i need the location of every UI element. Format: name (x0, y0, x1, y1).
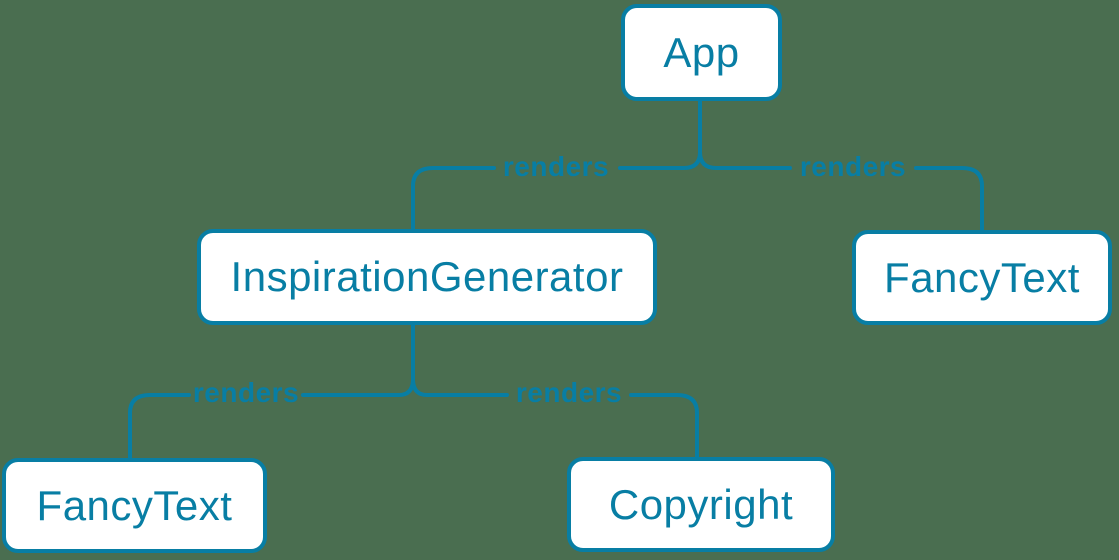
node-fancy-text-bottom: FancyText (2, 458, 267, 553)
node-fancy-text-top-label: FancyText (884, 253, 1080, 301)
node-app-label: App (663, 28, 740, 76)
node-app: App (621, 4, 782, 101)
edge-label-renders: renders (515, 377, 623, 408)
node-copyright-label: Copyright (608, 480, 794, 528)
edge-label-renders: renders (799, 151, 907, 182)
node-inspiration-generator: InspirationGenerator (197, 229, 657, 325)
node-fancy-text-bottom-label: FancyText (36, 481, 233, 529)
node-inspiration-generator-label: InspirationGenerator (230, 253, 624, 300)
node-fancy-text-top: FancyText (852, 230, 1112, 325)
edge-label-renders: renders (502, 151, 610, 182)
node-copyright: Copyright (567, 457, 835, 552)
edge-inspiration-generator-to-copyright (411, 323, 699, 459)
edge-app-to-fancy-text (698, 99, 984, 232)
edge-label-renders: renders (192, 377, 300, 408)
